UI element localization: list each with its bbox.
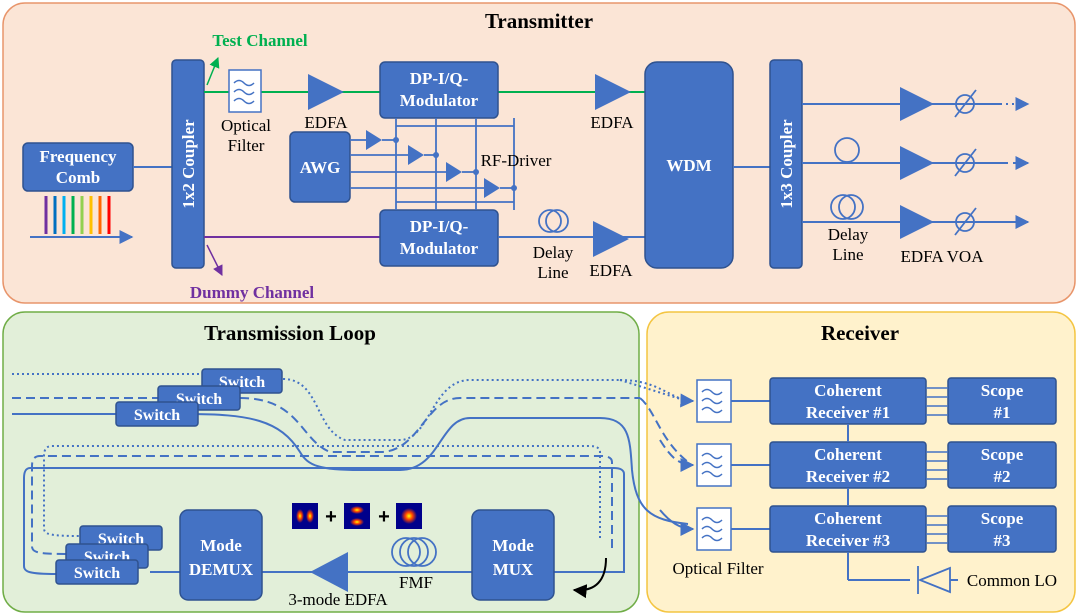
wdm-label: WDM — [666, 156, 711, 175]
loop-to-receiver-arrows — [619, 379, 695, 536]
delay-line-tx-label-2: Line — [537, 263, 568, 282]
coupler-1x3-label: 1x3 Coupler — [777, 119, 796, 209]
edfa-1-icon — [308, 74, 344, 110]
optical-filter-tx-label-2: Filter — [228, 136, 265, 155]
output-branches — [802, 87, 1030, 239]
test-channel-label: Test Channel — [212, 31, 308, 50]
mode-demux-block — [179, 509, 263, 601]
three-mode-edfa-icon — [310, 552, 348, 592]
mode-mux-label-1: Mode — [492, 536, 534, 555]
modulator-bottom-label-2: Modulator — [400, 239, 479, 258]
modulator-top-label-1: DP-I/Q- — [410, 69, 469, 88]
dummy-channel-label: Dummy Channel — [190, 283, 314, 302]
scope-1-label-1: Scope — [981, 381, 1024, 400]
loop-direction-arrow — [572, 557, 607, 599]
svg-text:+: + — [325, 506, 337, 528]
coherent-receiver-3-label-2: Receiver #3 — [806, 531, 890, 550]
edfa-3-label: EDFA — [589, 261, 633, 280]
mode-demux-label-2: DEMUX — [189, 560, 254, 579]
loop-wiring — [12, 373, 691, 575]
awg-block — [289, 131, 351, 203]
rf-driver-amplifiers — [366, 130, 517, 198]
coherent-receiver-1-label-2: Receiver #1 — [806, 403, 890, 422]
coupler-1x2-block — [171, 59, 205, 269]
frequency-comb-label-1: Frequency — [39, 147, 117, 166]
delay-line-out-label-2: Line — [832, 245, 863, 264]
frequency-comb-label-2: Comb — [56, 168, 100, 187]
scope-3-label-1: Scope — [981, 509, 1024, 528]
three-mode-edfa-label: 3-mode EDFA — [288, 590, 388, 609]
dummy-channel-arrow — [206, 244, 223, 276]
comb-spectrum — [44, 196, 111, 234]
rx-filters — [696, 379, 770, 551]
scope-3 — [947, 505, 1057, 553]
transmission-loop-title: Transmission Loop — [204, 321, 376, 345]
transmitter-title: Transmitter — [485, 9, 593, 33]
optical-filter-rx-label: Optical Filter — [672, 559, 763, 578]
delay-line-tx-coil-2 — [545, 209, 569, 233]
receiver-title: Receiver — [821, 321, 899, 345]
edfa-2-label: EDFA — [590, 113, 634, 132]
switch-top-3-label: Switch — [134, 407, 180, 424]
switch-top-3 — [115, 401, 199, 427]
scope-3-label-2: #3 — [994, 531, 1011, 550]
common-lo-wiring — [847, 424, 958, 594]
delay-line-tx-label-1: Delay — [533, 243, 574, 262]
optical-filter-tx-waves — [233, 79, 255, 105]
scope-2-label-1: Scope — [981, 445, 1024, 464]
test-channel-arrow — [206, 57, 220, 86]
transmitter-section — [2, 2, 1076, 304]
modulator-bottom-label-1: DP-I/Q- — [410, 217, 469, 236]
delay-line-tx-coil-1 — [538, 209, 562, 233]
wdm-block — [644, 61, 734, 269]
optical-filter-tx-icon — [228, 69, 262, 113]
switch-bottom-3 — [55, 559, 139, 585]
coherent-receiver-1-label-1: Coherent — [814, 381, 882, 400]
coherent-receiver-2-label-1: Coherent — [814, 445, 882, 464]
fmf-label: FMF — [399, 573, 433, 592]
edfa-1-label: EDFA — [304, 113, 348, 132]
awg-label: AWG — [300, 158, 341, 177]
coherent-receiver-3-label-1: Coherent — [814, 509, 882, 528]
common-lo-label: Common LO — [967, 571, 1057, 590]
fmf-coil-icon — [391, 537, 437, 567]
delay-line-out-label-1: Delay — [828, 225, 869, 244]
coherent-receiver-2-label-2: Receiver #2 — [806, 467, 890, 486]
modulator-top-label-2: Modulator — [400, 91, 479, 110]
mode-mux-label-2: MUX — [493, 560, 534, 579]
coupler-1x2-label: 1x2 Coupler — [179, 119, 198, 209]
mode-demux-label-1: Mode — [200, 536, 242, 555]
rf-driver-wiring — [350, 118, 515, 210]
svg-text:+: + — [378, 506, 390, 528]
mode-mux-block — [471, 509, 555, 601]
modulator-top-block — [379, 61, 499, 119]
edfa-3-icon — [593, 221, 629, 257]
switch-bottom-3-label: Switch — [74, 565, 120, 582]
optical-filter-tx-label-1: Optical — [221, 116, 271, 135]
rf-driver-label: RF-Driver — [481, 151, 552, 170]
scope-1 — [947, 377, 1057, 425]
edfa-voa-label: EDFA VOA — [901, 247, 985, 266]
scope-2-label-2: #2 — [994, 467, 1011, 486]
edfa-2-icon — [595, 74, 631, 110]
mode-profiles: + + — [292, 503, 422, 529]
scope-2 — [947, 441, 1057, 489]
scope-1-label-2: #1 — [994, 403, 1011, 422]
receiver-scope-bus — [926, 387, 948, 544]
